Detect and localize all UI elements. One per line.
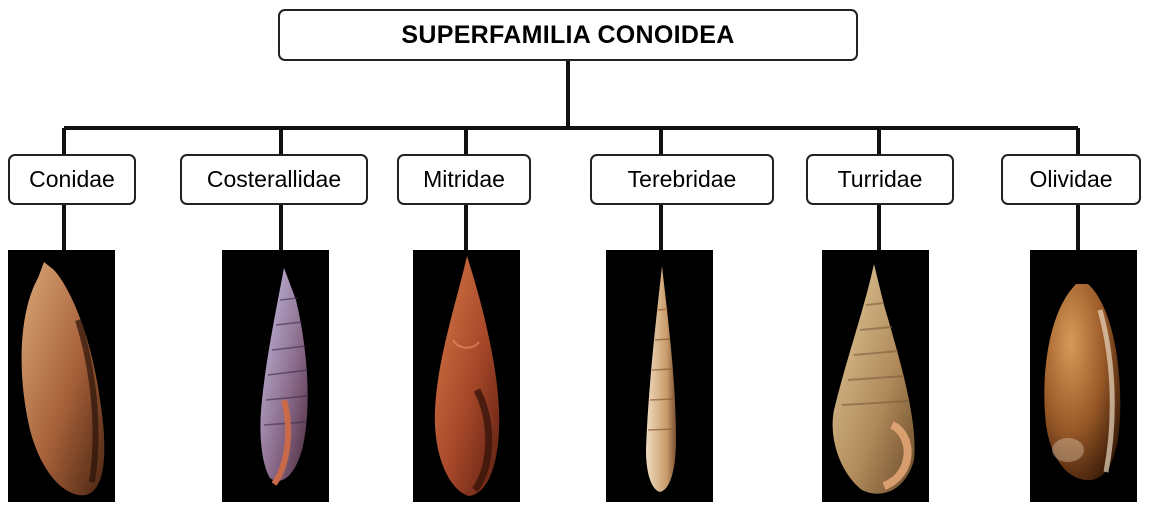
turrid-shell-icon: [822, 250, 929, 502]
family-node-conidae: Conidae: [8, 154, 136, 205]
family-node-mitridae: Mitridae: [397, 154, 531, 205]
shell-photo-terebridae: [606, 250, 713, 502]
shell-photo-olividae: [1030, 250, 1137, 502]
mitre-shell-icon: [413, 250, 520, 502]
olive-shell-icon: [1030, 250, 1137, 502]
family-node-olividae: Olividae: [1001, 154, 1141, 205]
costellariid-shell-icon: [222, 250, 329, 502]
shell-photo-mitridae: [413, 250, 520, 502]
shell-photo-turridae: [822, 250, 929, 502]
cone-shell-icon: [8, 250, 115, 502]
root-node-superfamilia: SUPERFAMILIA CONOIDEA: [278, 9, 858, 61]
auger-shell-icon: [606, 250, 713, 502]
family-node-costerallidae: Costerallidae: [180, 154, 368, 205]
family-node-turridae: Turridae: [806, 154, 954, 205]
shell-photo-costerallidae: [222, 250, 329, 502]
family-node-terebridae: Terebridae: [590, 154, 774, 205]
shell-photo-conidae: [8, 250, 115, 502]
